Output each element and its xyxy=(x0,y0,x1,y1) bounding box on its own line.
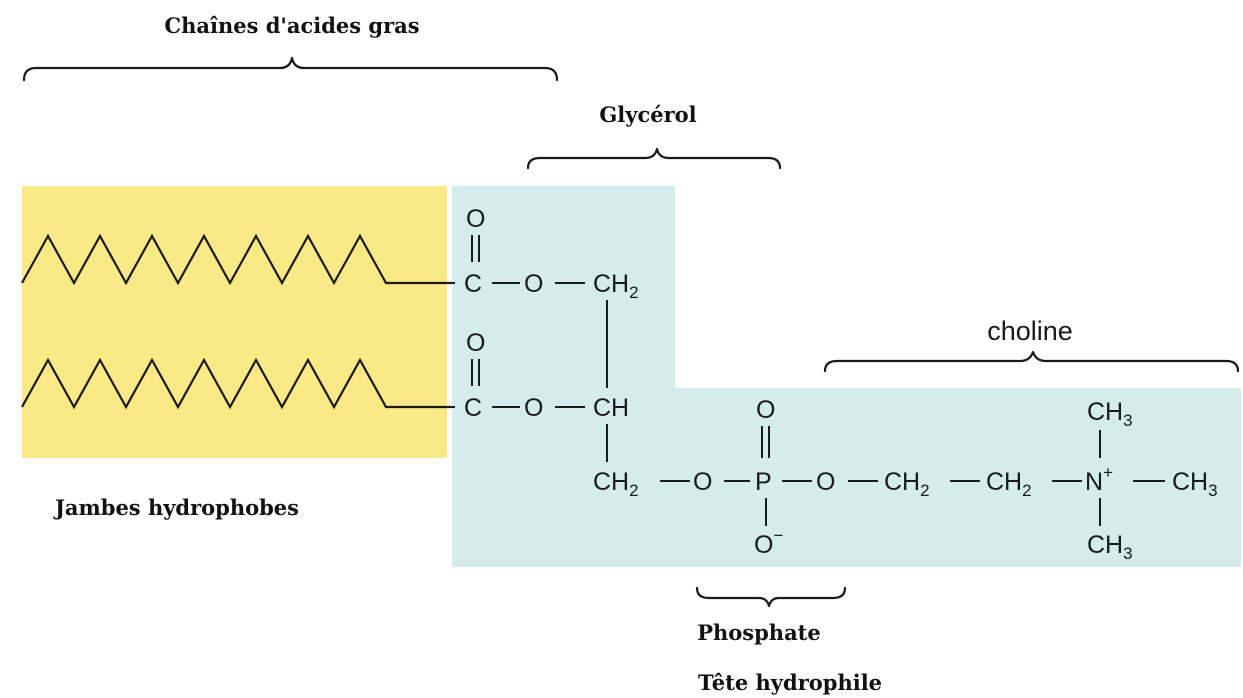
phosphate-label: Phosphate xyxy=(697,620,821,645)
hydrophilic-region xyxy=(452,186,1241,567)
glycerol-label: Glycérol xyxy=(599,102,696,127)
ester-2-carbon: C xyxy=(464,394,482,422)
hydrophilic-head-label: Tête hydrophile xyxy=(698,670,882,695)
glycerol-ch2-bottom: CH2 xyxy=(593,468,639,500)
phosphate-ester-oxygen-2: O xyxy=(816,468,835,496)
methyl-right: CH3 xyxy=(1172,468,1218,500)
glycerol-ch2-top: CH2 xyxy=(593,270,639,302)
ester-1-carbon: C xyxy=(464,270,482,298)
ester-1-carbonyl-oxygen: O xyxy=(466,205,485,233)
choline-brace xyxy=(823,350,1240,373)
phosphorus: P xyxy=(755,468,772,496)
phosphate-double-bond-oxygen: O xyxy=(756,396,775,424)
glycerol-brace xyxy=(526,147,782,170)
choline-ch2-1: CH2 xyxy=(884,468,930,500)
glycerol-ch-middle: CH xyxy=(593,394,629,422)
hydrophobic-region xyxy=(22,186,447,458)
choline-label: choline xyxy=(987,316,1073,346)
ester-2-carbonyl-oxygen: O xyxy=(466,329,485,357)
nitrogen: N+ xyxy=(1085,463,1113,496)
ester-2-oxygen: O xyxy=(524,394,543,422)
ester-1-oxygen: O xyxy=(524,270,543,298)
phosphate-brace xyxy=(695,586,847,608)
phosphate-ester-oxygen-1: O xyxy=(693,468,712,496)
methyl-bottom: CH3 xyxy=(1087,531,1133,563)
fatty-acid-chain-2 xyxy=(21,357,452,410)
fatty-acid-chain-1 xyxy=(21,233,452,286)
fatty-acid-chains-brace xyxy=(22,56,559,82)
hydrophobic-legs-label: Jambes hydrophobes xyxy=(53,495,299,520)
choline-ch2-2: CH2 xyxy=(986,468,1032,500)
phosphate-negative-oxygen: O− xyxy=(754,526,783,559)
methyl-top: CH3 xyxy=(1087,398,1133,430)
fatty-acid-chains-label: Chaînes d'acides gras xyxy=(164,13,419,38)
